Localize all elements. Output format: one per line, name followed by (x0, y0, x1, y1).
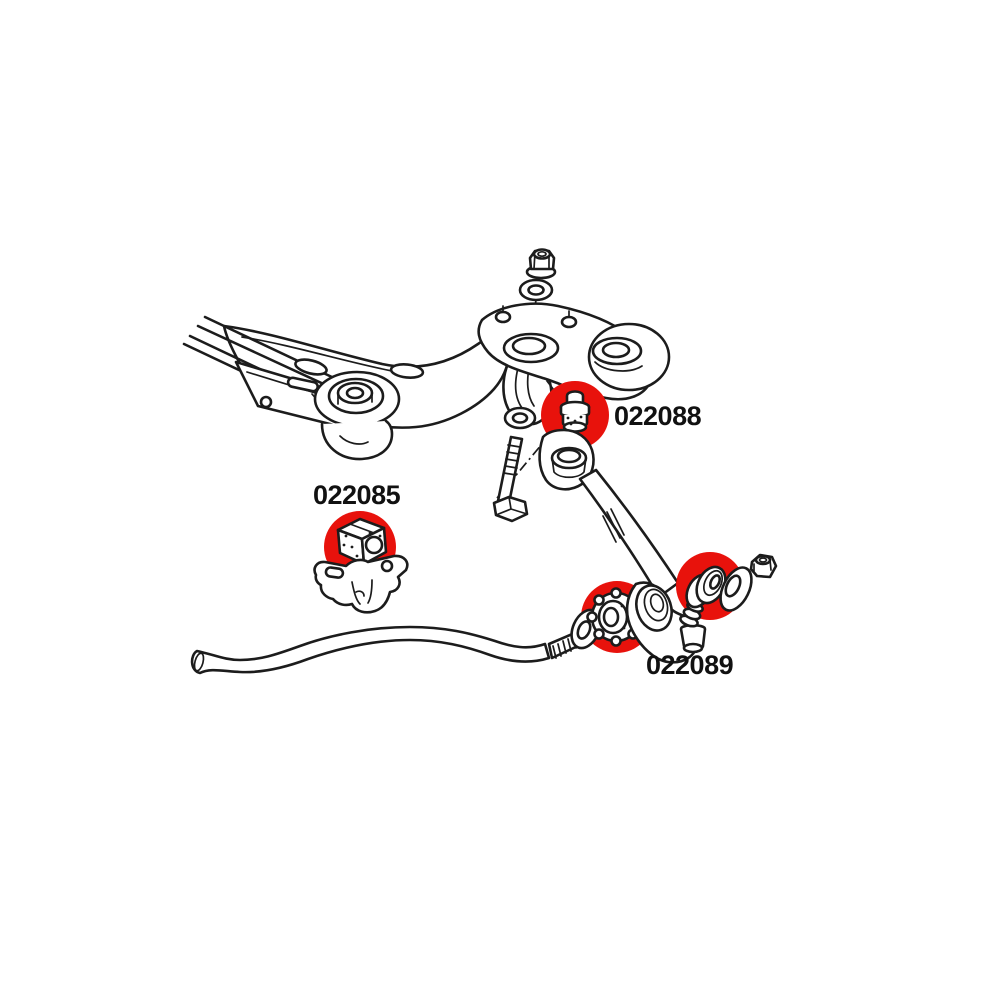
callout-label-022085: 022085 (313, 480, 401, 510)
subframe-lower-bulge (320, 419, 394, 461)
mount-bolt (492, 435, 529, 523)
bar-tip-opening (193, 652, 205, 672)
subframe-slot-left (294, 358, 328, 376)
ball-joint-boot (679, 623, 707, 654)
subframe-slot-right (389, 363, 425, 379)
link-washer-right (719, 566, 753, 612)
bushing-022085 (336, 517, 388, 566)
stabilizer-bar (190, 625, 583, 675)
mount-washer (518, 278, 554, 302)
stabilizer-clamp-bracket (313, 554, 409, 614)
mount-nut (525, 248, 557, 280)
callout-label-022088: 022088 (614, 401, 702, 431)
bushing-022088 (559, 390, 591, 433)
control-arm-mount-bracket (477, 302, 671, 401)
bushing-stack-022089 (685, 565, 727, 609)
control-arm-foot (625, 581, 707, 664)
bracket-bolt-head-right (560, 310, 578, 329)
control-arm (538, 428, 680, 599)
subframe-center-mount (313, 370, 401, 428)
bracket-bolt-head-left (494, 305, 512, 324)
bracket-bushing-eye (587, 322, 671, 392)
link-nut (749, 553, 778, 579)
callout-label-022089: 022089 (646, 650, 734, 680)
washer-mid (503, 406, 537, 430)
